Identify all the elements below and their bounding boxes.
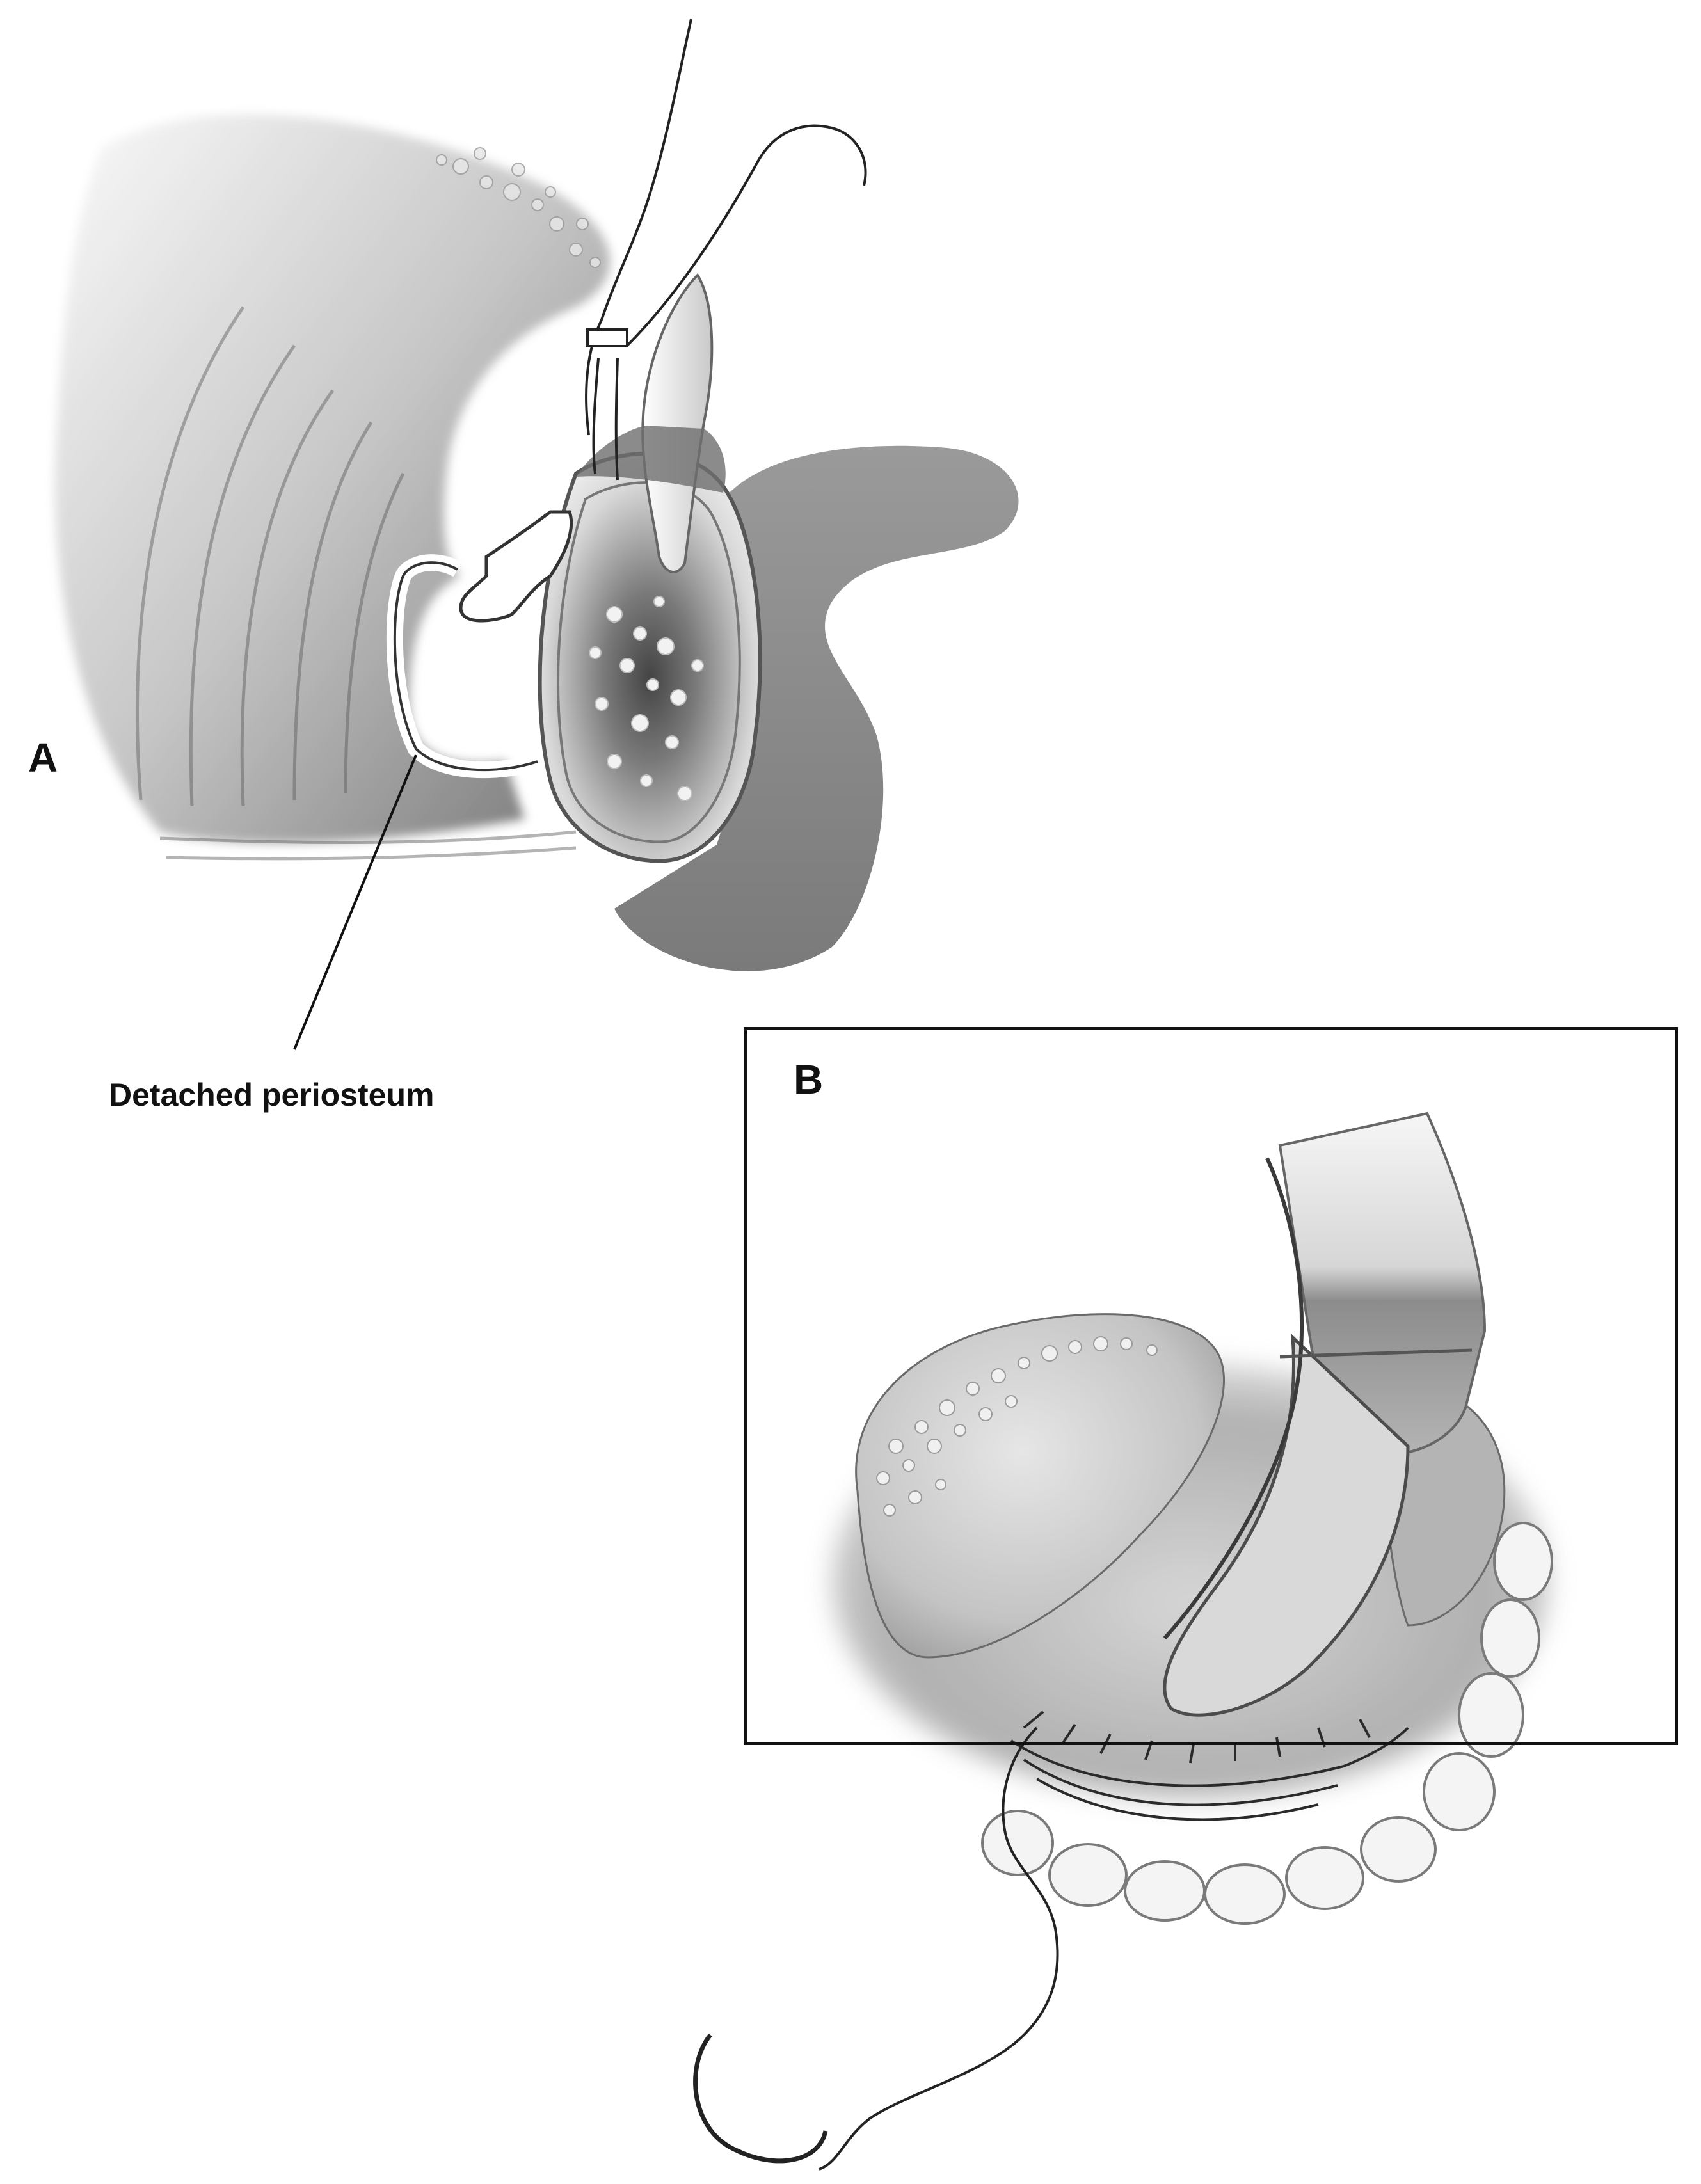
panel-a-label: A bbox=[28, 735, 58, 781]
marrow-speckles bbox=[589, 596, 704, 801]
detached-periosteum-label: Detached periosteum bbox=[109, 1077, 435, 1113]
retractor bbox=[1163, 1112, 1487, 1717]
callout-leader-line bbox=[293, 754, 417, 1050]
tissue-speckles bbox=[876, 1336, 1158, 1517]
needle bbox=[693, 2033, 828, 2164]
fold-striations bbox=[135, 306, 577, 861]
bone-texture-top bbox=[436, 147, 601, 268]
suture-thread-b bbox=[819, 1726, 1059, 2171]
panel-a-illustration bbox=[54, 19, 1019, 1050]
panel-b-illustration bbox=[693, 1112, 1553, 2171]
panel-b-label: B bbox=[794, 1056, 824, 1103]
lip-tissue bbox=[614, 445, 1019, 971]
periosteum-flap bbox=[459, 510, 573, 623]
incision-sutures bbox=[1010, 1710, 1409, 1821]
alveolar-bone bbox=[538, 451, 762, 863]
gingiva bbox=[576, 426, 726, 493]
mucosal-fold bbox=[54, 114, 610, 843]
teeth-arch bbox=[981, 1522, 1553, 1925]
panel-b-frame bbox=[744, 1027, 1678, 1745]
cortical-outline bbox=[557, 481, 741, 843]
suture-a bbox=[585, 19, 867, 481]
